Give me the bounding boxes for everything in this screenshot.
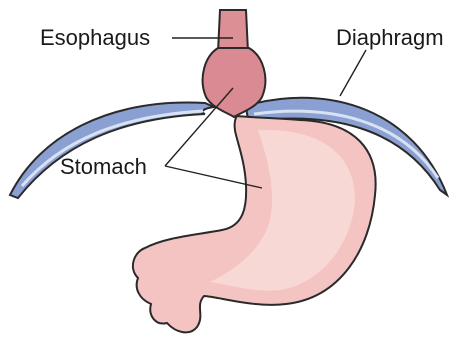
diaphragm-label: Diaphragm (336, 25, 444, 50)
esophagus (218, 10, 248, 52)
esophagus-label: Esophagus (40, 25, 150, 50)
diaphragm-leader-line (340, 50, 366, 96)
stomach-label: Stomach (60, 154, 147, 179)
stomach-leader-line-upper (165, 88, 233, 166)
diaphragm-left (10, 103, 214, 198)
